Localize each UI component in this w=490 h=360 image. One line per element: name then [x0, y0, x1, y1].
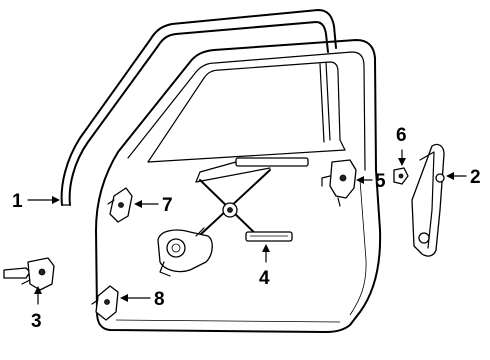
door-belt-weatherstrip-icon	[60, 9, 337, 206]
door-lock-actuator-icon	[321, 159, 357, 207]
upper-hinge-icon	[107, 187, 133, 223]
callout-7: 7	[162, 195, 173, 216]
callout-8: 8	[154, 289, 165, 310]
callout-5: 5	[375, 171, 386, 192]
clip-icon	[393, 167, 409, 185]
callout-4: 4	[259, 268, 270, 289]
door-check-icon	[3, 257, 55, 291]
leader-lines	[27, 149, 467, 305]
door-hinge-icon	[411, 143, 445, 257]
callout-6: 6	[396, 125, 407, 146]
callout-1: 1	[12, 191, 23, 212]
callout-2: 2	[470, 167, 481, 188]
door-shell	[95, 39, 382, 333]
lower-hinge-icon	[91, 285, 119, 321]
window-regulator-icon	[157, 157, 309, 277]
callout-3: 3	[31, 311, 42, 332]
